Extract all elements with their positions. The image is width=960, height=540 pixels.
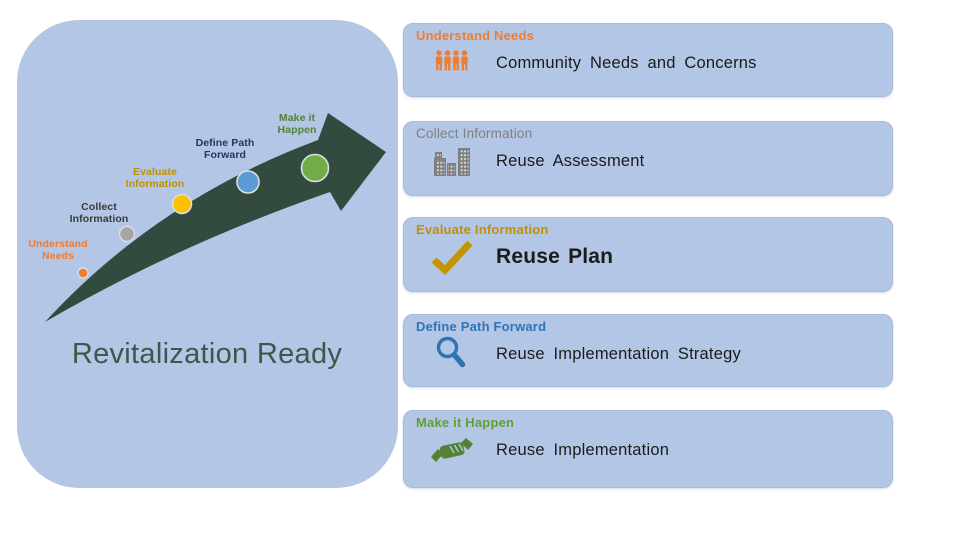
process-arrow-graphic [45, 113, 386, 322]
card-title: Evaluate Information [416, 222, 549, 237]
stage-dot-make-it-happen [300, 153, 330, 183]
card-title: Understand Needs [416, 28, 535, 43]
buildings-icon [426, 146, 478, 177]
handshake-icon [426, 436, 478, 464]
card-title: Make it Happen [416, 415, 515, 430]
stage-dot-define-path-forward [236, 170, 260, 194]
card-evaluate-information: Evaluate Information Reuse Plan [403, 217, 893, 292]
process-panel: Understand Needs Collect Information Eva… [17, 20, 398, 488]
card-title: Define Path Forward [416, 319, 547, 334]
stage-label-understand-needs: Understand Needs [28, 238, 88, 262]
stage-dot-understand-needs [77, 267, 89, 279]
stage-label-define-path-forward: Define Path Forward [195, 137, 255, 161]
stage-label-evaluate-information: Evaluate Information [125, 166, 185, 190]
card-understand-needs: Understand Needs Community Needs and Con… [403, 23, 893, 97]
stage-dot-collect-information [118, 225, 136, 243]
stage-dot-evaluate-information [171, 193, 193, 215]
card-title: Collect Information [416, 126, 533, 141]
card-body: Reuse Assessment [404, 141, 892, 181]
card-description: Reuse Assessment [496, 151, 645, 170]
card-description: Reuse Plan [496, 245, 614, 268]
curved-arrow-shape [45, 113, 386, 322]
stage-label-collect-information: Collect Information [69, 201, 129, 225]
card-define-path-forward: Define Path Forward Reuse Implementation… [403, 314, 893, 387]
card-make-it-happen: Make it Happen Reuse Implementation [403, 410, 893, 488]
card-description: Community Needs and Concerns [496, 53, 757, 72]
card-body: Reuse Plan [404, 237, 892, 277]
card-description: Reuse Implementation Strategy [496, 344, 741, 363]
panel-title: Revitalization Ready [71, 338, 343, 370]
card-description: Reuse Implementation [496, 440, 670, 459]
magnifier-icon [426, 335, 478, 373]
card-body: Reuse Implementation Strategy [404, 334, 892, 374]
people-group-icon [426, 49, 478, 77]
card-body: Reuse Implementation [404, 430, 892, 470]
card-body: Community Needs and Concerns [404, 43, 892, 83]
card-collect-information: Collect Information [403, 121, 893, 196]
checkmark-icon [426, 239, 478, 275]
stage-label-make-it-happen: Make it Happen [277, 112, 317, 136]
